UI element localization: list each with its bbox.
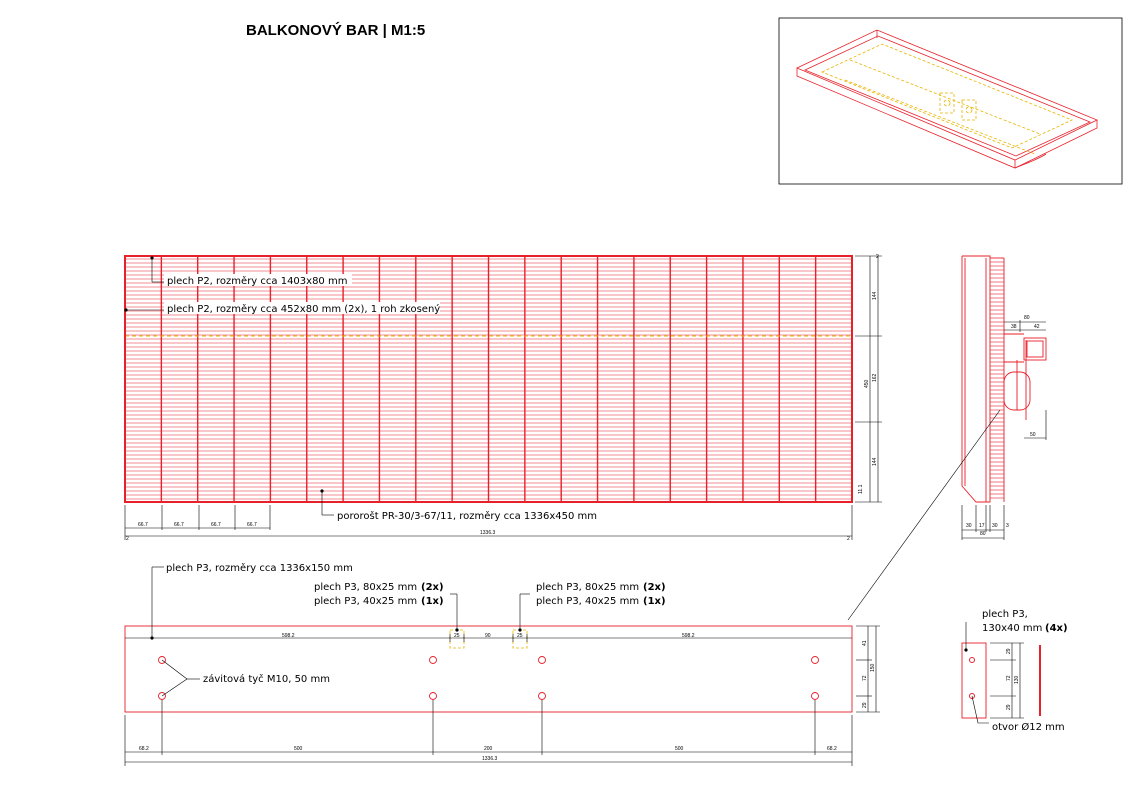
label-p3-detail-qty: (4x) [1045,623,1068,634]
label-pororost: pororošt PR-30/3-67/11, rozměry cca 1336… [337,510,597,522]
dim-bot-25-b: 25 [517,633,523,639]
label-zavitova: závitová tyč M10, 50 mm [203,673,330,685]
dim-v-144-a: 144 [872,291,878,300]
top-dimensions: 66.7 66.7 66.7 66.7 1336.3 2 2 2 144 162… [124,254,882,542]
dim-bot-41: 41 [862,640,868,646]
label-p3-40-left: plech P3, 40x25 mm [314,596,417,607]
dim-bot-total: 1336.3 [482,756,498,762]
dim-66-7-a: 66.7 [138,522,148,528]
dim-top-total: 1336.3 [480,530,496,536]
dim-v-162: 162 [872,373,878,382]
dim-bot-29: 29 [862,702,868,708]
dim-top-left-small: 2 [126,536,129,542]
grating-plan [124,255,853,503]
dim-bot-500-a: 500 [294,746,303,752]
dim-v-top: 2 [876,254,879,260]
label-p3-40-right: plech P3, 40x25 mm [536,596,639,607]
dim-det-130: 130 [1014,675,1020,684]
dim-bot-68-a: 68.2 [139,746,149,752]
dim-bot-72: 72 [862,675,868,681]
label-otvor: otvor Ø12 mm [992,721,1065,733]
dim-bot-90: 90 [485,633,491,639]
dim-det-72: 72 [1006,675,1012,681]
dim-det-29b: 29 [1006,704,1012,710]
label-p3-80-right: plech P3, 80x25 mm [536,582,639,593]
dim-v-144-b: 144 [872,457,878,466]
dim-66-7-c: 66.7 [211,522,221,528]
dim-v-11: 11.1 [858,484,864,494]
label-plech-p3-main: plech P3, rozměry cca 1336x150 mm [166,562,353,574]
label-plech-p2-a: plech P2, rozměry cca 1403x80 mm [167,275,347,287]
dim-side-80b: 80 [980,531,986,537]
dim-side-80: 80 [1024,315,1030,321]
dim-bot-68-b: 68.2 [827,746,837,752]
top-annotations: plech P2, rozměry cca 1403x80 mm plech P… [124,256,597,522]
label-p3-detail-1: plech P3, [982,609,1028,620]
plate-elevation: 598.2 25 90 25 598.2 68.2 500 200 500 68… [124,625,880,766]
dim-side-42: 42 [1034,324,1040,330]
dim-side-17: 17 [979,523,985,529]
label-p3-40-right-qty: (1x) [643,596,666,607]
dim-bot-150: 150 [870,663,876,672]
side-section: 80 38 42 50 30 17 30 3 80 [847,255,1047,621]
dim-v-450: 450 [864,379,870,388]
dim-bot-200: 200 [484,746,493,752]
label-p3-80-left: plech P3, 80x25 mm [314,582,417,593]
dim-side-30b: 30 [992,523,998,529]
dim-side-30a: 30 [966,523,972,529]
label-p3-80-left-qty: (2x) [421,582,444,593]
dim-side-38: 38 [1011,324,1017,330]
label-p3-detail-2: 130x40 mm [982,623,1042,634]
label-plech-p2-b: plech P2, rozměry cca 452x80 mm (2x), 1 … [167,303,440,315]
drawing-title: BALKONOVÝ BAR | M1:5 [246,21,425,39]
dim-side-3: 3 [1006,523,1009,529]
dim-66-7-b: 66.7 [174,522,184,528]
isometric-view [778,17,1123,185]
label-p3-40-left-qty: (1x) [421,596,444,607]
dim-66-7-d: 66.7 [247,522,257,528]
label-p3-80-right-qty: (2x) [643,582,666,593]
dim-bot-25-a: 25 [454,633,460,639]
dim-top-right-small: 2 [847,536,850,542]
dim-det-29a: 29 [1006,648,1012,654]
small-plate-detail: plech P3, 130x40 mm (4x) otvor Ø12 mm 29… [961,609,1068,733]
dim-bot-598-a: 598.2 [282,633,295,639]
dim-bot-598-b: 598.2 [682,633,695,639]
plate-annotations: plech P3, rozměry cca 1336x150 mm plech … [150,562,666,697]
dim-bot-500-b: 500 [675,746,684,752]
dim-side-50: 50 [1030,432,1036,438]
